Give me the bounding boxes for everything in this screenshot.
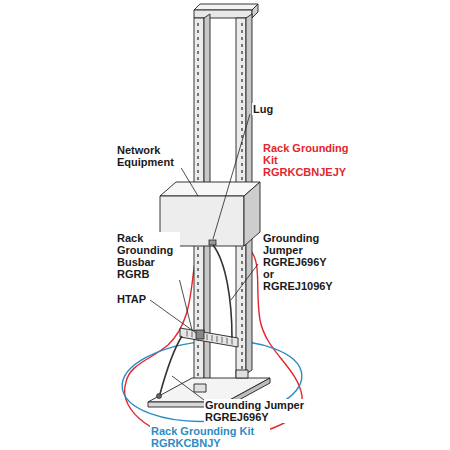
lug <box>209 240 216 245</box>
ground-bolt <box>157 394 162 399</box>
kit-label: Rack Grounding Kit RGRKCBNJY <box>150 425 270 449</box>
part-label: Grounding Jumper RGREJ696Y or RGREJ1096Y <box>262 232 340 292</box>
kit-label: Rack Grounding Kit RGRKCBNJEJY <box>262 142 356 178</box>
part-label: Grounding Jumper RGREJ696Y <box>204 399 310 423</box>
part-label: Rack Grounding Busbar RGRB <box>116 232 180 280</box>
part-label: Network Equipment <box>116 144 182 168</box>
grounding-jumper-upper <box>213 245 232 338</box>
grounding-jumper-lower <box>160 336 182 394</box>
part-label: HTAP <box>116 293 147 305</box>
busbar <box>180 328 238 347</box>
htap-connector <box>196 330 204 339</box>
part-label: Lug <box>252 103 274 115</box>
